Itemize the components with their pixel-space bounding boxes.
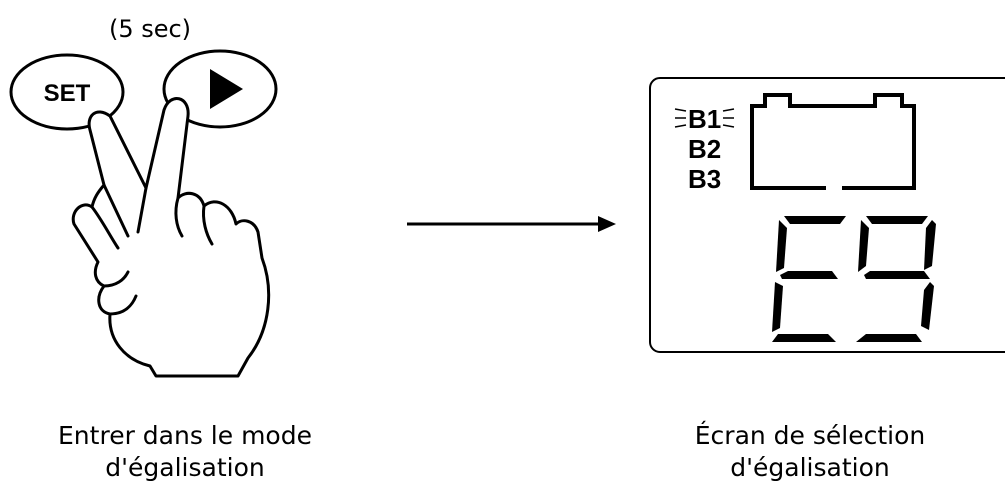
segment-digit-9 [856, 216, 936, 342]
set-button-label: SET [44, 80, 91, 107]
transition-arrow [407, 216, 616, 232]
hold-duration-label: (5 sec) [108, 15, 192, 43]
set-button[interactable]: SET [9, 53, 125, 131]
battery-label-b2: B2 [688, 134, 721, 164]
battery-label-b3: B3 [688, 164, 721, 194]
segment-display-code: E9 [0, 0, 936, 342]
battery-icon [750, 93, 916, 190]
lcd-display: B1 B2 B3 E9 [0, 0, 1005, 353]
caption-left-line-1: Entrer dans le mode [58, 421, 312, 450]
caption-right-line-1: Écran de sélection [694, 421, 926, 450]
caption-left-line-2: d'égalisation [105, 453, 265, 482]
blink-indicator-icon [674, 108, 735, 128]
segment-digit-e [772, 216, 846, 342]
segment-display-value: E9 [0, 0, 2, 1]
caption-right-line-2: d'égalisation [730, 453, 890, 482]
caption-equalization-selection-screen: Écran de sélection d'égalisation [660, 420, 960, 484]
next-button[interactable] [162, 49, 278, 129]
caption-enter-equalization-mode: Entrer dans le mode d'égalisation [30, 420, 340, 484]
battery-label-b1: B1 [688, 104, 721, 134]
hand-icon [71, 97, 271, 378]
play-triangle-icon [210, 69, 243, 109]
